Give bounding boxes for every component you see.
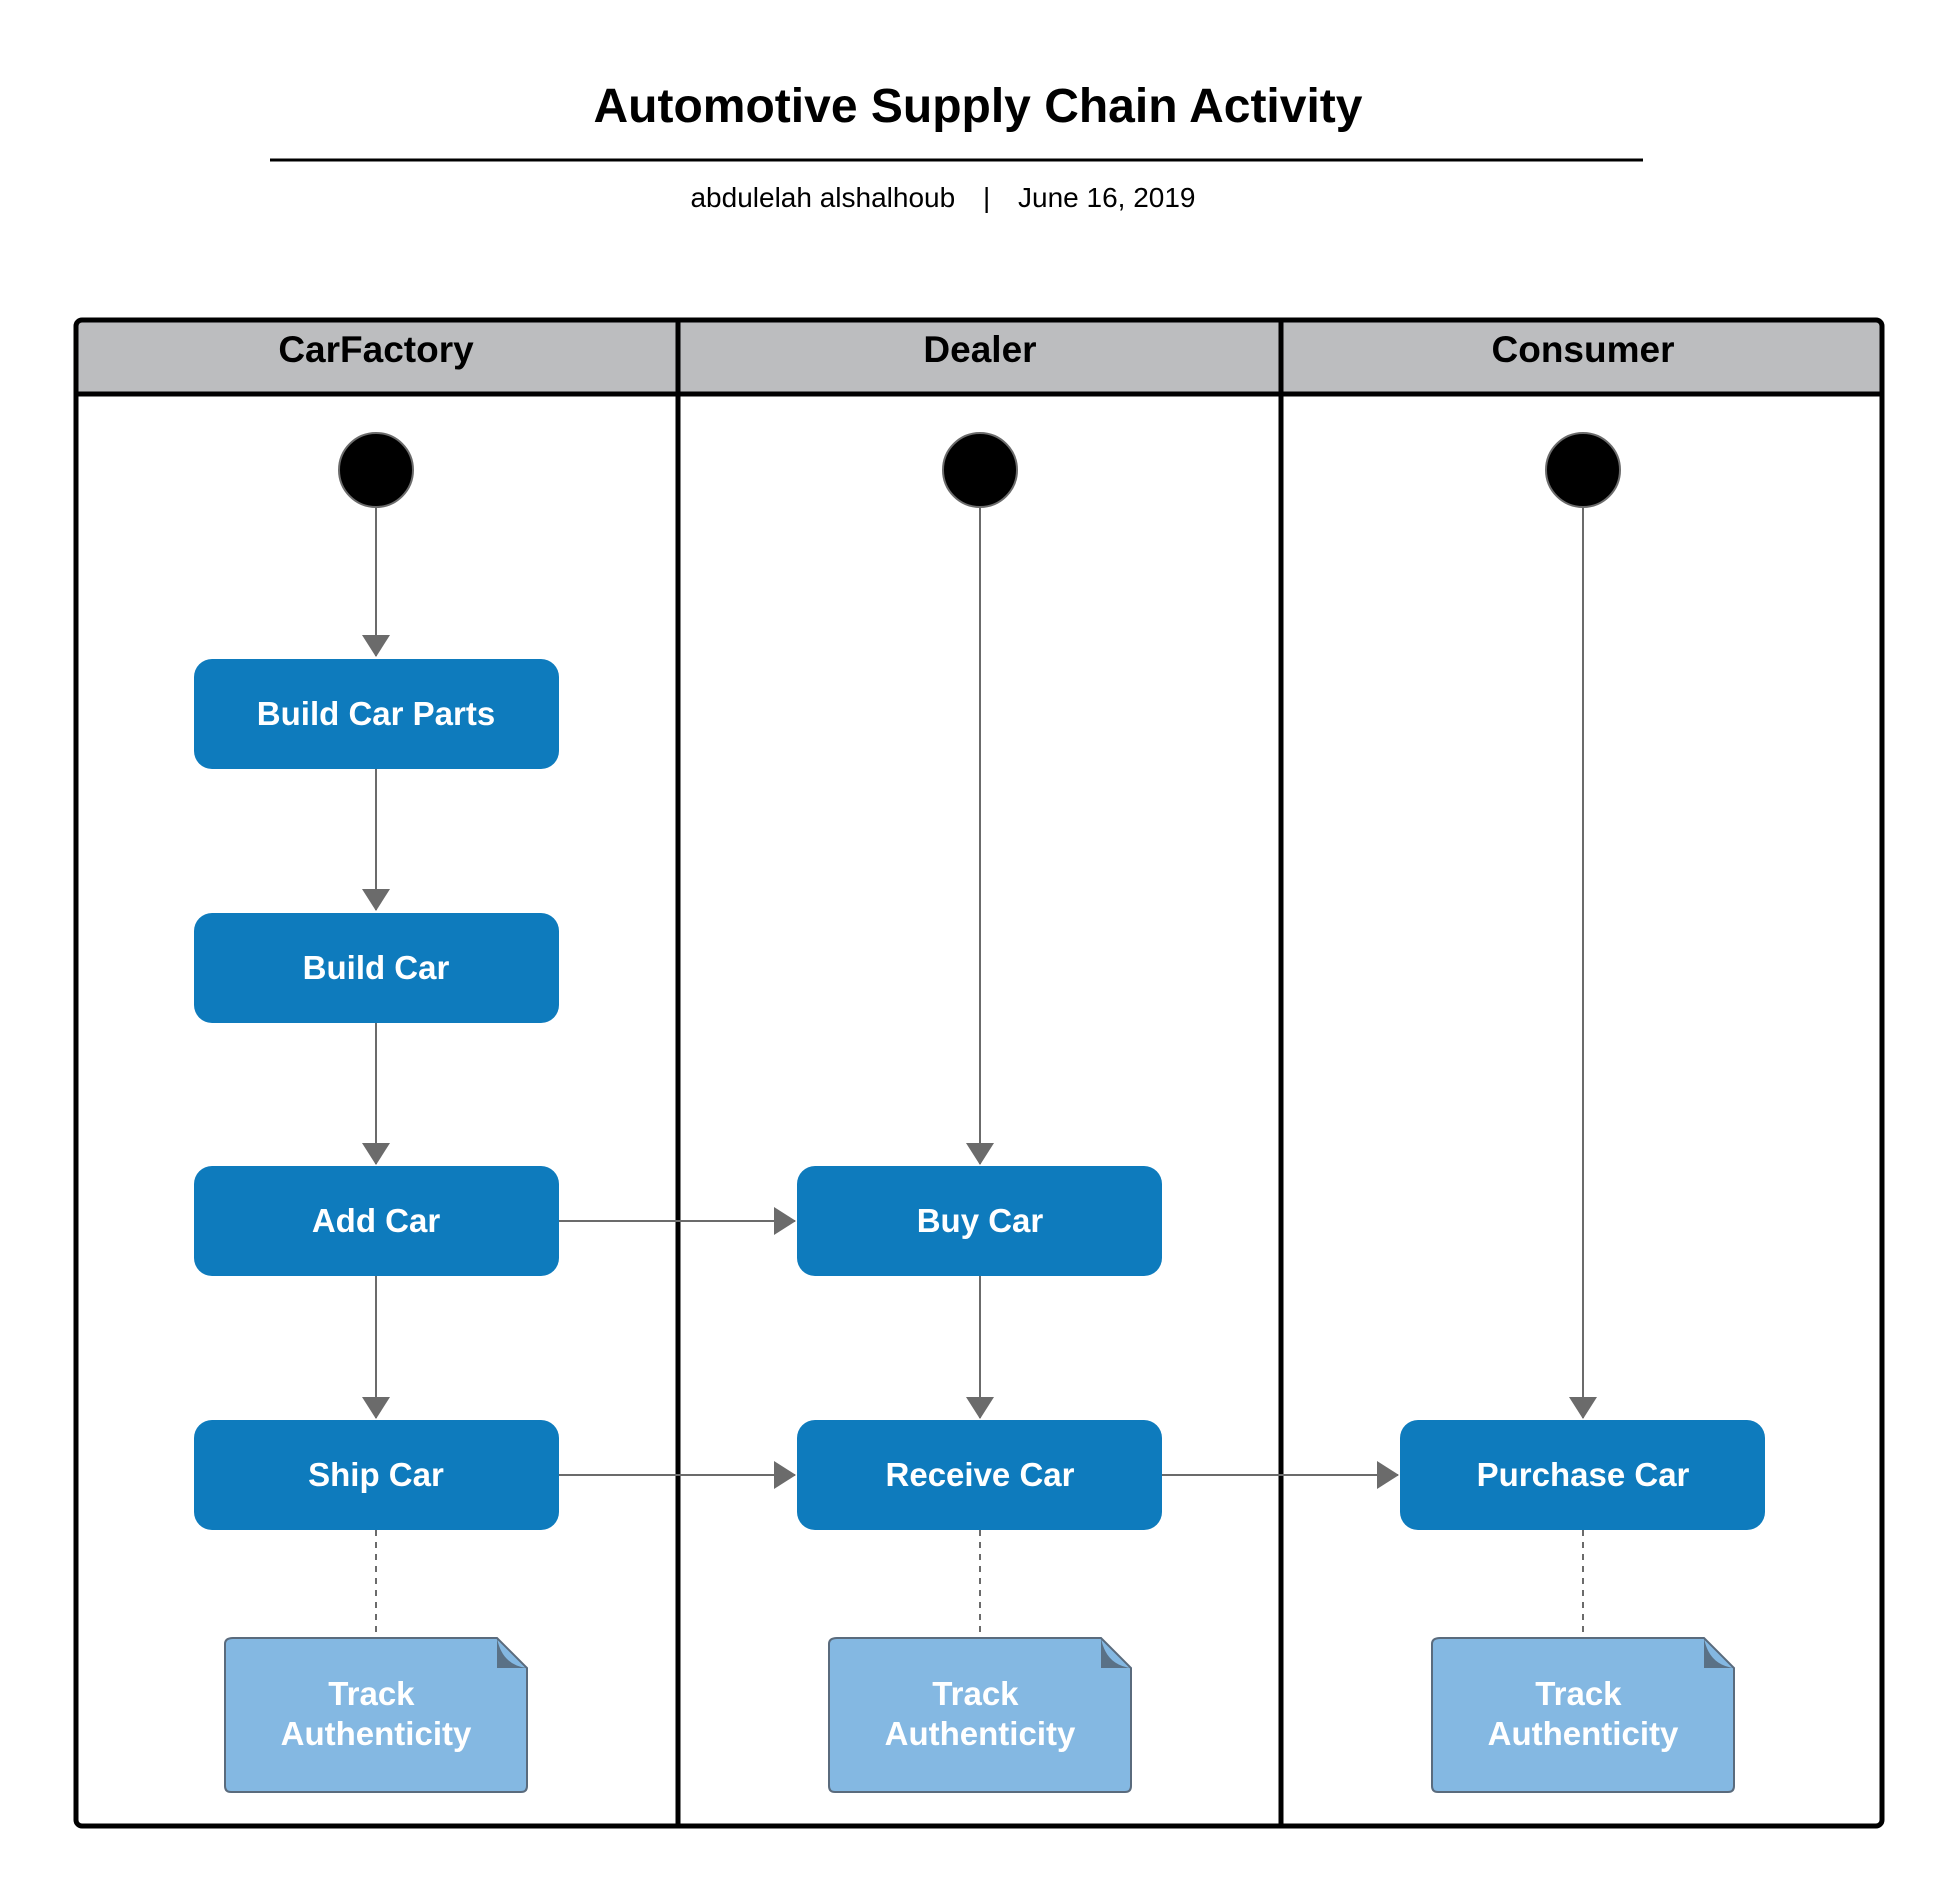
control-flows <box>362 507 1597 1638</box>
subtitle-separator: | <box>983 182 990 213</box>
note-track-authenticity-carfactory[interactable]: Track Authenticity <box>224 1637 528 1793</box>
lane-title-carfactory: CarFactory <box>278 329 474 370</box>
start-node-dealer <box>942 432 1018 508</box>
diagram-subtitle: abdulelah alshalhoub | June 16, 2019 <box>690 182 1195 213</box>
activity-build-car[interactable]: Build Car <box>194 913 559 1023</box>
diagram-date: June 16, 2019 <box>1018 182 1196 213</box>
start-node-consumer <box>1545 432 1621 508</box>
note-label-line-2: Authenticity <box>1488 1715 1679 1752</box>
activity-label: Add Car <box>312 1202 441 1239</box>
activity-label: Ship Car <box>308 1456 444 1493</box>
note-label-line-2: Authenticity <box>281 1715 472 1752</box>
lane-title-consumer: Consumer <box>1492 329 1675 370</box>
note-track-authenticity-dealer[interactable]: Track Authenticity <box>828 1637 1132 1793</box>
start-node-carfactory <box>338 432 414 508</box>
activity-label: Build Car Parts <box>257 695 495 732</box>
activity-buy-car[interactable]: Buy Car <box>797 1166 1162 1276</box>
lane-header-consumer <box>1281 320 1882 394</box>
activity-ship-car[interactable]: Ship Car <box>194 1420 559 1530</box>
note-label: Track Authenticity <box>281 1675 472 1752</box>
diagram-title: Automotive Supply Chain Activity <box>594 80 1363 133</box>
note-label-line-1: Track <box>328 1675 415 1712</box>
author-name: abdulelah alshalhoub <box>690 182 955 213</box>
note-label: Track Authenticity <box>1488 1675 1679 1752</box>
activity-add-car[interactable]: Add Car <box>194 1166 559 1276</box>
activity-receive-car[interactable]: Receive Car <box>797 1420 1162 1530</box>
activity-label: Buy Car <box>917 1202 1044 1239</box>
lane-header-carfactory <box>76 320 678 394</box>
activity-label: Receive Car <box>886 1456 1075 1493</box>
activity-label: Build Car <box>303 949 450 986</box>
activity-label: Purchase Car <box>1477 1456 1690 1493</box>
note-track-authenticity-consumer[interactable]: Track Authenticity <box>1431 1637 1735 1793</box>
lane-title-dealer: Dealer <box>923 329 1036 370</box>
activity-purchase-car[interactable]: Purchase Car <box>1400 1420 1765 1530</box>
note-label-line-2: Authenticity <box>885 1715 1076 1752</box>
note-label-line-1: Track <box>1535 1675 1622 1712</box>
activity-build-car-parts[interactable]: Build Car Parts <box>194 659 559 769</box>
note-label: Track Authenticity <box>885 1675 1076 1752</box>
note-label-line-1: Track <box>932 1675 1019 1712</box>
lane-header-dealer <box>678 320 1281 394</box>
swimlane-pool: CarFactory Dealer Consumer <box>73 317 1885 1829</box>
pool-border <box>73 317 1885 1829</box>
